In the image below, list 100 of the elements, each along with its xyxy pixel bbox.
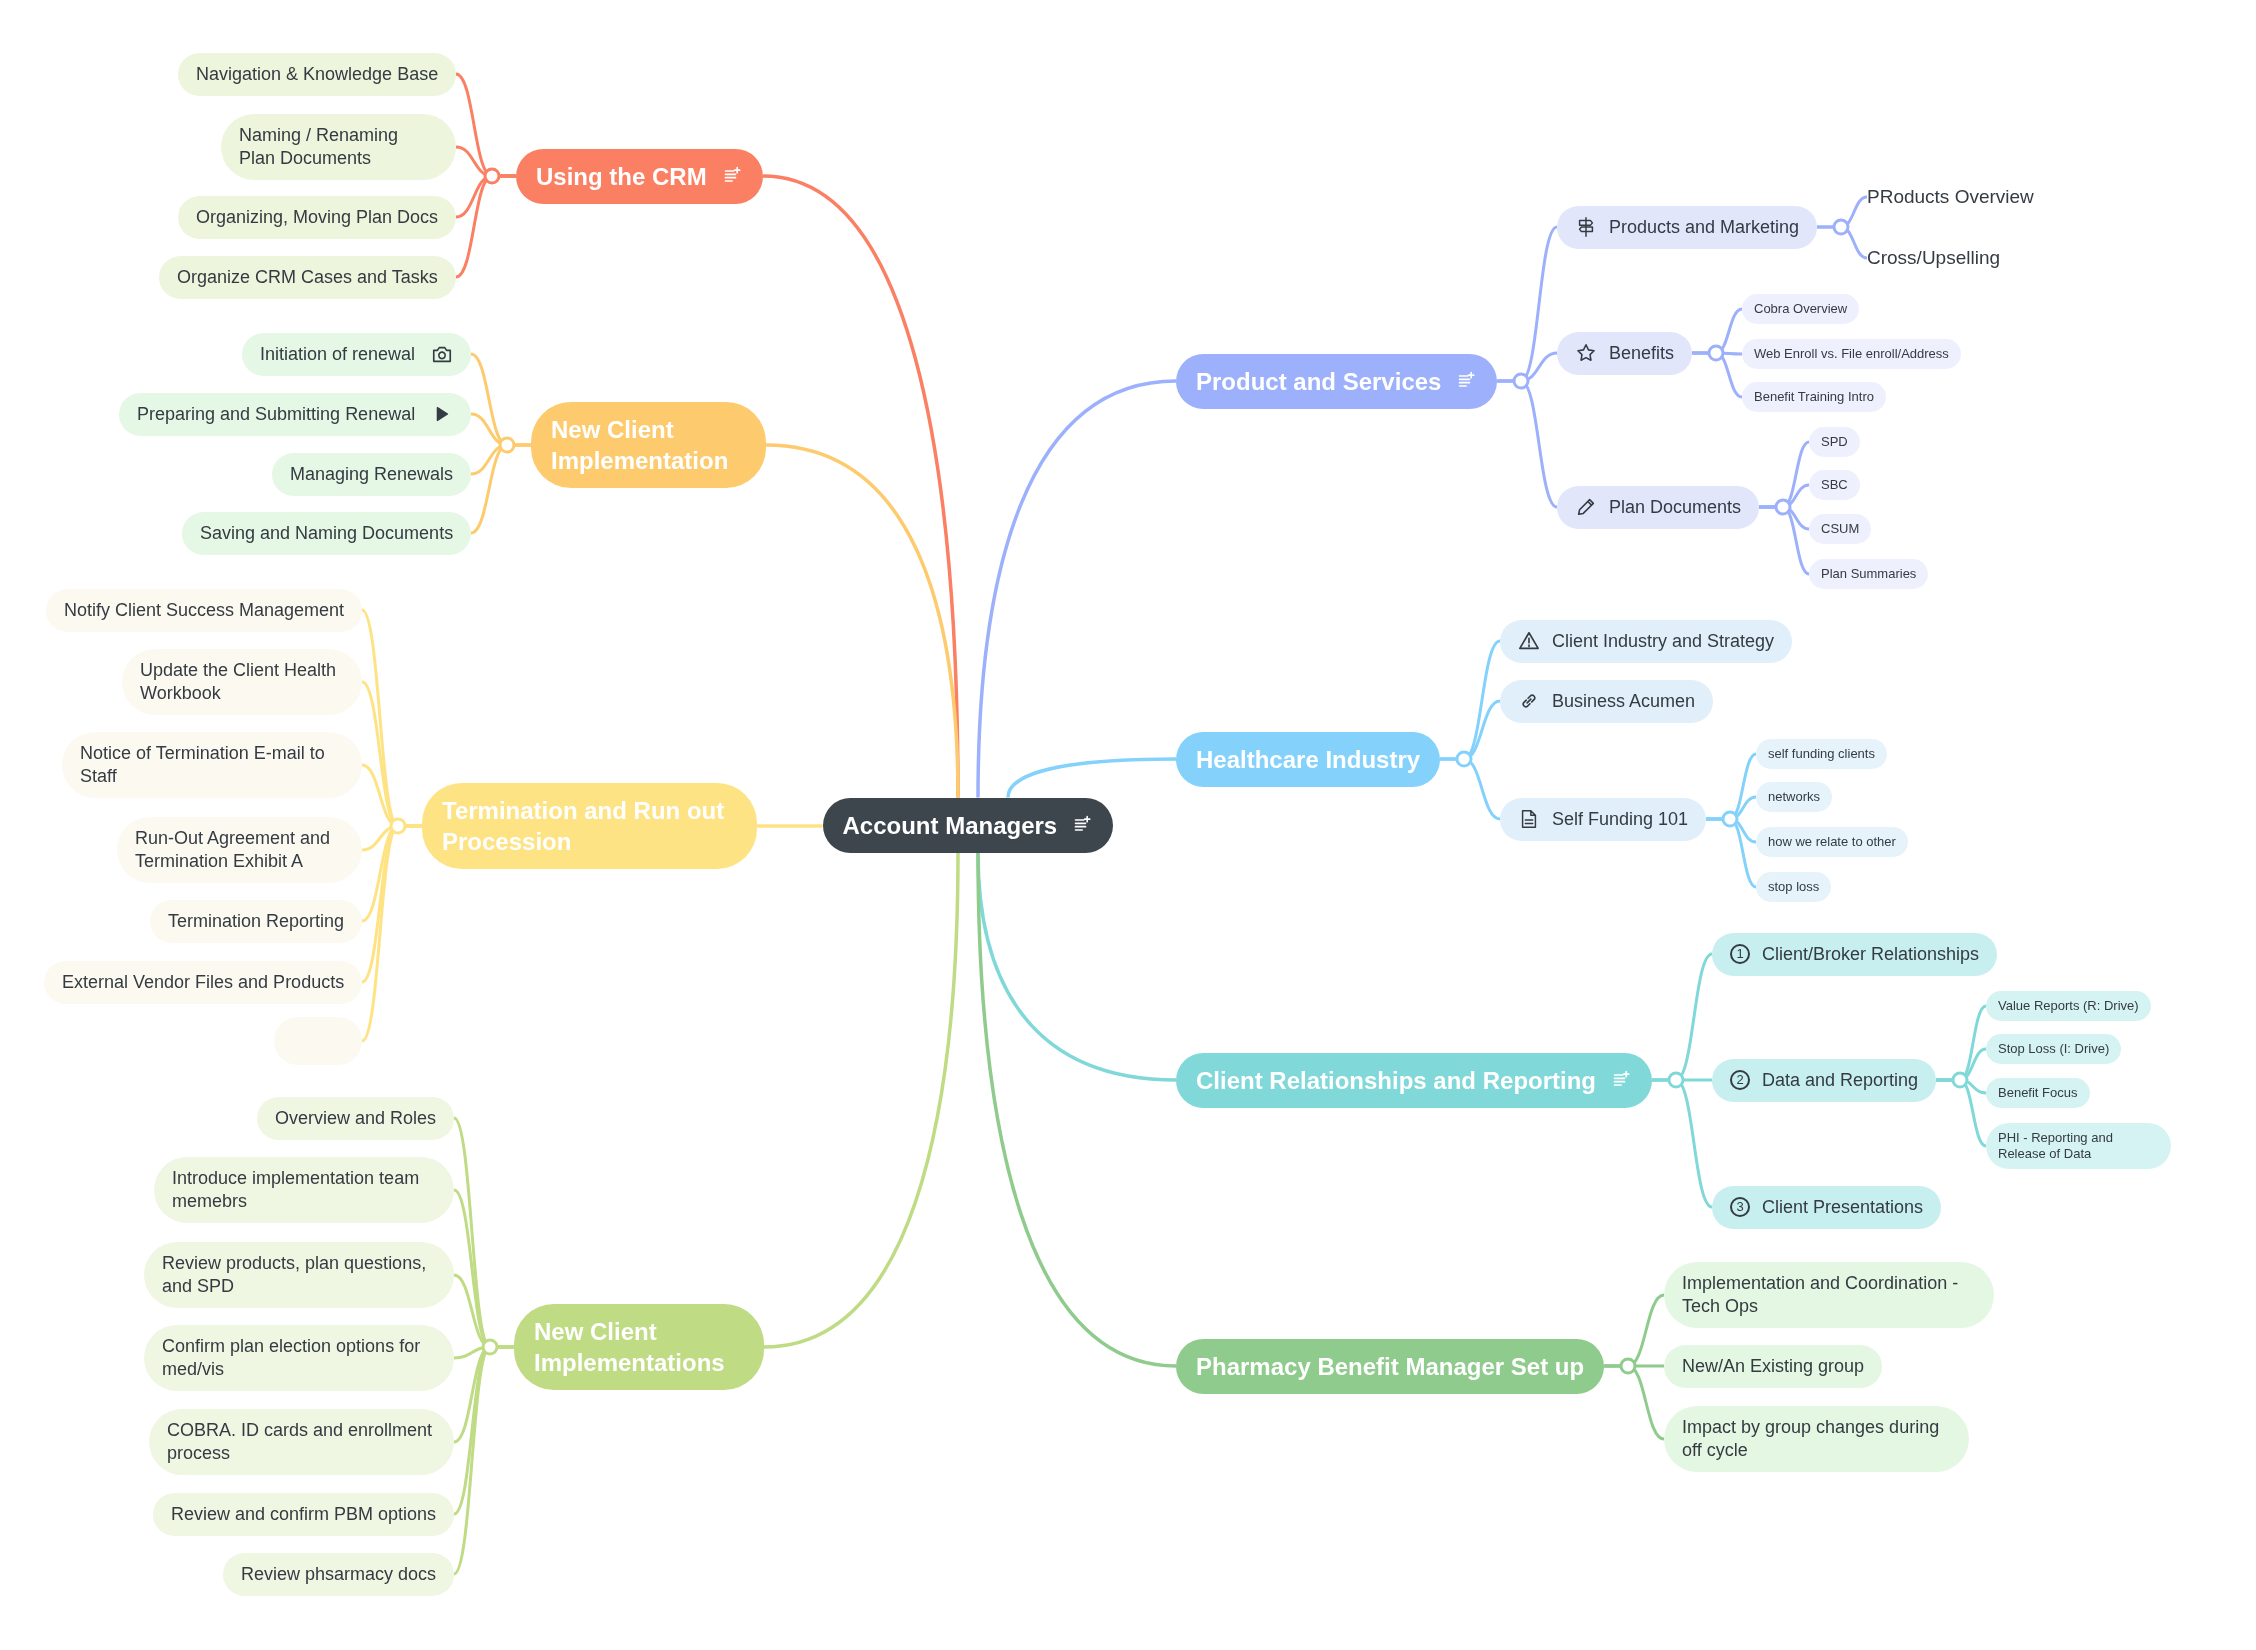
topic-label: Cobra Overview	[1754, 301, 1848, 318]
topic-label: Plan Documents	[1609, 495, 1742, 519]
topic-label: Organizing, Moving Plan Docs	[196, 205, 439, 229]
topic-label: Pharmacy Benefit Manager Set up	[1196, 1351, 1585, 1382]
subtopic-pill	[1712, 932, 1998, 976]
subtopic-pill	[1664, 1344, 1883, 1388]
topic-label: Using the CRM	[536, 161, 707, 192]
topic-label: stop loss	[1768, 879, 1820, 896]
branch-line	[765, 443, 960, 798]
subtopic-pill	[1500, 797, 1707, 841]
topic-label: Plan Summaries	[1821, 566, 1917, 583]
topic-label: Impact by group changes during off cycle	[1682, 1415, 1941, 1462]
topic-label: Initiation of renewal	[260, 342, 416, 366]
subtopic-pill	[1557, 331, 1693, 375]
subtopic-pill	[1712, 1058, 1937, 1102]
branch-line	[1817, 225, 1868, 260]
topic-label: Managing Renewals	[290, 462, 454, 486]
branch-line	[1006, 757, 1177, 798]
subtopic-pill	[1500, 679, 1714, 723]
topic-label: Benefit Training Intro	[1754, 389, 1874, 406]
branch-line	[455, 174, 516, 279]
subtopic-pill	[1500, 619, 1793, 663]
subtopic-pill	[242, 332, 472, 376]
topic-label: self funding clients	[1768, 746, 1875, 763]
subtopic-pill	[1986, 1034, 2122, 1065]
topic-label: New/An Existing group	[1682, 1354, 1865, 1378]
topic-pill	[516, 148, 763, 204]
subtopic-pill	[1557, 205, 1818, 249]
subtopic-pill	[1986, 991, 2151, 1022]
topic-label: Termination and Run out Procession	[442, 796, 726, 858]
topic-label: New Client Implementations	[534, 1317, 726, 1379]
subtopic-pill	[182, 511, 472, 555]
topic-label: Run-Out Agreement and Termination Exhibit A	[135, 826, 332, 873]
topic-label: Client Presentations	[1762, 1195, 1924, 1219]
subtopic-pill	[272, 452, 472, 496]
branch-line	[763, 852, 960, 1349]
subtopic-pill	[1756, 827, 1908, 858]
topic-label: Business Acumen	[1552, 689, 1696, 713]
subtopic-pill	[44, 960, 363, 1004]
topic-label: PHI - Reporting and Release of Data	[1998, 1129, 2114, 1162]
branch-line	[1440, 757, 1501, 821]
step-number: 3	[1730, 1197, 1750, 1218]
subtopic-pill	[46, 588, 363, 632]
topic-label: SPD	[1821, 434, 1848, 451]
subtopic-pill	[1986, 1078, 2090, 1109]
step-number: 2	[1730, 1070, 1750, 1091]
subtopic-pill	[1712, 1185, 1942, 1229]
subtopic-pill	[1742, 382, 1886, 413]
topic-label: Notice of Termination E-mail to Staff	[80, 741, 326, 788]
subtopic-pill	[1809, 470, 1860, 501]
topic-label: Saving and Naming Documents	[200, 521, 454, 545]
branch-line	[757, 824, 823, 828]
topic-label: Benefits	[1609, 341, 1675, 365]
topic-label: Organize CRM Cases and Tasks	[177, 265, 438, 289]
topic-label: Value Reports (R: Drive)	[1998, 998, 2139, 1015]
subtopic-pill	[1756, 739, 1887, 770]
subtopic-pill	[1986, 1122, 2171, 1169]
branch-line	[1692, 351, 1743, 399]
topic-text: PRoducts Overview	[1867, 186, 2034, 208]
subtopic-pill	[223, 1552, 455, 1596]
topic-pill	[1176, 1052, 1653, 1108]
subtopic-pill	[159, 255, 456, 299]
topic-label: Client Relationships and Reporting	[1196, 1065, 1597, 1096]
topic-label: Products and Marketing	[1609, 215, 1800, 239]
branch-line	[1706, 817, 1757, 889]
topic-label: Naming / Renaming Plan Documents	[239, 123, 400, 170]
topic-label: Confirm plan election options for med/vis	[162, 1334, 422, 1381]
topic-label: Overview and Roles	[275, 1106, 437, 1130]
topic-label: Web Enroll vs. File enroll/Address	[1754, 346, 1949, 363]
branch-line	[976, 379, 1177, 798]
subtopic-pill	[1809, 514, 1872, 545]
subtopic-pill	[178, 52, 457, 96]
branch-line	[976, 852, 1177, 1368]
topic-label: Notify Client Success Management	[64, 598, 345, 622]
subtopic-pill	[257, 1096, 455, 1140]
subtopic-pill	[178, 195, 457, 239]
topic-label: SBC	[1821, 477, 1848, 494]
branch-line	[1497, 379, 1558, 509]
subtopic-pill	[1742, 339, 1961, 370]
branch-line	[1759, 505, 1810, 576]
branch-line	[1652, 1078, 1713, 1209]
topic-label: Benefit Focus	[1998, 1085, 2078, 1102]
topic-label: Data and Reporting	[1762, 1068, 1919, 1092]
topic-label: Navigation & Knowledge Base	[196, 62, 439, 86]
topic-label: Termination Reporting	[168, 909, 345, 933]
topic-label: CSUM	[1821, 521, 1860, 538]
branch-line	[470, 443, 531, 535]
topic-pill	[1176, 1338, 1605, 1394]
topic-label: Account Managers	[842, 810, 1058, 841]
subtopic-pill	[150, 899, 363, 943]
topic-label: Review products, plan questions, and SPD	[162, 1251, 428, 1298]
topic-label: Review phsarmacy docs	[241, 1562, 437, 1586]
branch-line	[1936, 1078, 1987, 1148]
topic-label: networks	[1768, 789, 1821, 806]
topic-label: New Client Implementation	[551, 415, 730, 477]
topic-label: Introduce implementation team memebrs	[172, 1166, 421, 1213]
topic-label: COBRA. ID cards and enrollment process	[167, 1418, 434, 1465]
topic-label: Review and confirm PBM options	[171, 1502, 437, 1526]
topic-pill	[1176, 353, 1498, 409]
subtopic-pill	[1809, 427, 1860, 458]
